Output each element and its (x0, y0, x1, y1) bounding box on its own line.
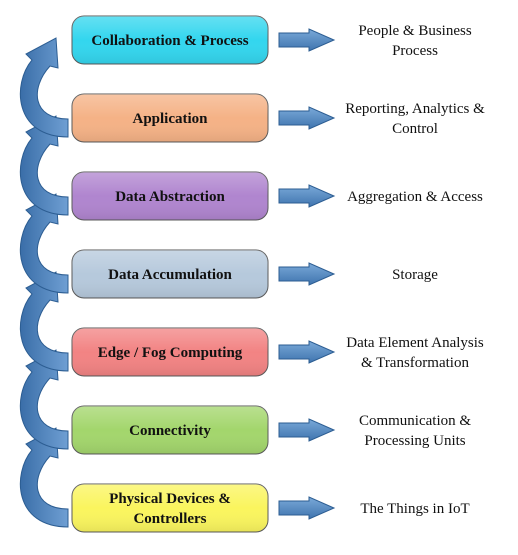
layer-label-application: Application (132, 111, 208, 127)
right-arrow-data-abstraction (278, 184, 336, 208)
right-arrows-group (278, 28, 336, 520)
description-physical-devices-controllers: The Things in IoT (360, 501, 469, 517)
description-line: The Things in IoT (360, 501, 469, 517)
description-line: Aggregation & Access (347, 189, 483, 205)
description-line: Process (392, 43, 438, 59)
right-arrow-edge-fog-computing (278, 340, 336, 364)
description-connectivity: Communication & Processing Units (359, 413, 471, 449)
layer-label-collaboration-process: Collaboration & Process (91, 33, 248, 49)
layer-label-data-abstraction: Data Abstraction (115, 189, 225, 205)
description-line: People & Business (358, 23, 471, 39)
layer-box-shade (72, 94, 268, 142)
right-arrow-physical-devices-controllers (278, 496, 336, 520)
layer-label-line: Edge / Fog Computing (98, 345, 243, 361)
description-data-abstraction: Aggregation & Access (347, 189, 483, 205)
description-line: & Transformation (361, 355, 469, 371)
layer-box-shade (72, 250, 268, 298)
layer-label-data-accumulation: Data Accumulation (108, 267, 232, 283)
layer-label-line: Controllers (133, 511, 206, 527)
description-line: Communication & (359, 413, 471, 429)
description-edge-fog-computing: Data Element Analysis & Transformation (346, 335, 484, 371)
right-arrow-data-accumulation (278, 262, 336, 286)
layer-label-line: Connectivity (129, 423, 211, 439)
layer-label-physical-devices-controllers: Physical Devices & Controllers (109, 491, 231, 527)
up-arrows-group (19, 37, 69, 528)
description-line: Reporting, Analytics & (345, 101, 485, 117)
description-line: Processing Units (364, 433, 465, 449)
layer-box-shade (72, 484, 268, 532)
layer-label-line: Physical Devices & (109, 491, 231, 507)
layer-box-shade (72, 328, 268, 376)
description-line: Storage (392, 267, 438, 283)
curved-up-arrow (19, 37, 69, 138)
layer-box-shade (72, 16, 268, 64)
layer-label-line: Data Abstraction (115, 189, 225, 205)
layer-box-shade (72, 406, 268, 454)
layer-label-connectivity: Connectivity (129, 423, 211, 439)
right-arrow-application (278, 106, 336, 130)
description-data-accumulation: Storage (392, 267, 438, 283)
layer-label-line: Collaboration & Process (91, 33, 248, 49)
layer-label-edge-fog-computing: Edge / Fog Computing (98, 345, 243, 361)
layer-label-line: Application (132, 111, 208, 127)
description-line: Control (392, 121, 438, 137)
description-application: Reporting, Analytics & Control (345, 101, 485, 137)
right-arrow-connectivity (278, 418, 336, 442)
layer-label-line: Data Accumulation (108, 267, 232, 283)
layer-box-shade (72, 172, 268, 220)
description-line: Data Element Analysis (346, 335, 484, 351)
right-arrow-collaboration-process (278, 28, 336, 52)
